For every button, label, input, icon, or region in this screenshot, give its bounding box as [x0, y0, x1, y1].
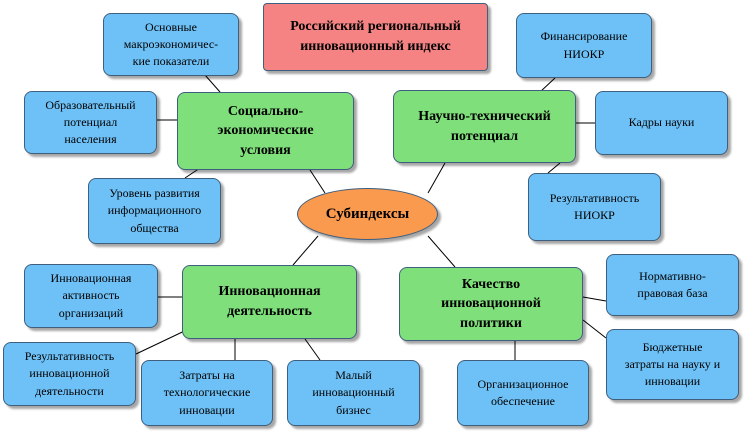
connector-center-innov — [292, 235, 319, 266]
subindex-science-tech: Научно-технический потенциал — [393, 90, 576, 163]
connector-sci-res — [547, 162, 561, 174]
indicator-innovation-activity: Инновационная активность организаций — [24, 264, 158, 328]
indicator-small-business: Малый инновационный бизнес — [287, 360, 420, 426]
center-subindexes: Субиндексы — [297, 188, 438, 240]
connector-center-policy — [427, 235, 456, 268]
connector-policy-norm — [582, 296, 607, 302]
connector-socio-macro — [204, 74, 221, 93]
diagram-title: Российский региональный инновационный ин… — [263, 3, 488, 71]
connector-policy-budget — [582, 319, 607, 339]
connector-sci-fin — [539, 77, 556, 93]
connector-center-sci — [427, 162, 446, 194]
indicator-legal-base: Нормативно- правовая база — [606, 254, 739, 316]
indicator-macro: Основные макроэкономичес- кие показатели — [103, 13, 239, 76]
indicator-education: Образовательный потенциал населения — [24, 91, 157, 154]
indicator-budget-spending: Бюджетные затраты на науку и инновации — [606, 329, 739, 400]
indicator-science-staff: Кадры науки — [595, 91, 728, 155]
subindex-innovation-activity: Инновационная деятельность — [182, 265, 357, 339]
connector-center-socio — [309, 169, 326, 194]
subindex-socio-economic: Социально- экономические условия — [177, 92, 354, 170]
indicator-rnd-financing: Финансирование НИОКР — [516, 13, 652, 78]
indicator-tech-costs: Затраты на технологические инновации — [141, 360, 273, 426]
connector-innov-small — [304, 338, 321, 361]
indicator-innovation-results: Результативность инновационной деятельно… — [3, 342, 136, 406]
indicator-info-society: Уровень развития информационного обществ… — [88, 178, 221, 244]
indicator-org-support: Организационное обеспечение — [457, 360, 589, 426]
subindex-policy-quality: Качество инновационной политики — [399, 267, 583, 341]
indicator-rnd-results: Результативность НИОКР — [528, 173, 661, 241]
